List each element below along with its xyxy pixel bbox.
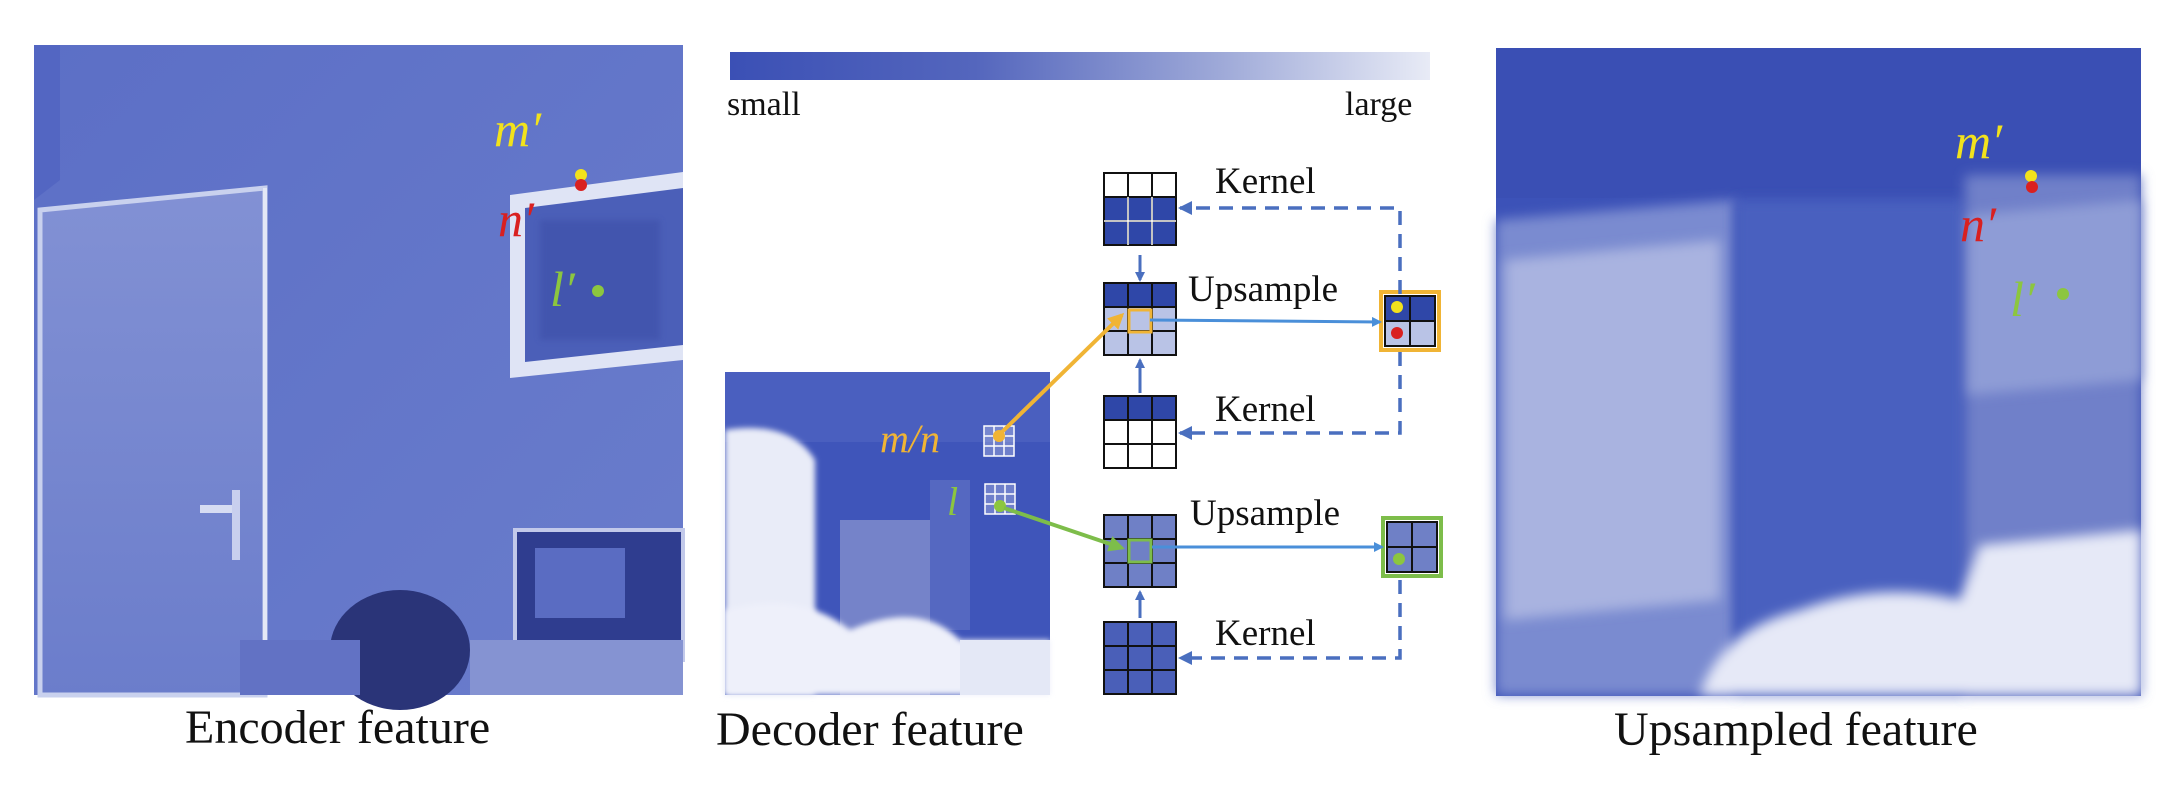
upsampled-point-n xyxy=(2026,181,2038,193)
encoder-feature-image xyxy=(34,45,685,710)
upsample-bottom-grid xyxy=(1103,514,1177,588)
upsampled-caption: Upsampled feature xyxy=(1614,703,1978,756)
decoder-caption: Decoder feature xyxy=(716,703,1024,756)
decoder-point-l xyxy=(994,500,1006,512)
dashed-path-bottom xyxy=(1178,580,1402,665)
encoder-point-n xyxy=(575,179,587,191)
output-bottom-grid xyxy=(1381,516,1443,578)
upsampled-label-l: l′ xyxy=(2010,271,2035,327)
encoder-label-n: n′ xyxy=(498,191,534,247)
upsample-top-label: Upsample xyxy=(1188,269,1339,310)
upsampled-point-m xyxy=(2025,170,2037,182)
upsampled-label-m: m′ xyxy=(1955,113,2003,169)
upsampled-label-n: n′ xyxy=(1960,196,1996,252)
kernel-bottom-label: Kernel xyxy=(1215,613,1316,654)
kernel-bottom-grid xyxy=(1103,621,1177,695)
encoder-label-m: m′ xyxy=(494,101,542,157)
kernel-mid-grid xyxy=(1103,395,1177,469)
output-point-l xyxy=(1393,553,1405,565)
encoder-caption: Encoder feature xyxy=(185,701,491,754)
arrow-l-to-upsample xyxy=(1003,506,1125,552)
kernel-top-label: Kernel xyxy=(1215,161,1316,202)
kernel-mid-label: Kernel xyxy=(1215,389,1316,430)
dashed-path-mid xyxy=(1178,352,1402,440)
decoder-label-l: l xyxy=(947,479,959,524)
upsampled-point-l xyxy=(2057,288,2069,300)
upsample-bottom-label: Upsample xyxy=(1190,493,1341,534)
output-top-grid xyxy=(1379,290,1441,352)
kernel-top-grid xyxy=(1103,172,1177,246)
encoder-label-l: l′ xyxy=(550,261,575,317)
arrow-mn-to-upsample xyxy=(1000,312,1125,434)
arrow-upsample-top-to-output xyxy=(1149,316,1382,327)
colorbar-min-label: small xyxy=(727,86,801,123)
encoder-point-m xyxy=(575,169,587,181)
colorbar xyxy=(730,52,1430,80)
decoder-label-mn: m/n xyxy=(880,416,940,461)
decoder-point-mn xyxy=(993,430,1005,442)
upsampled-feature-image xyxy=(1496,48,2141,696)
output-point-n xyxy=(1391,327,1403,339)
output-point-m xyxy=(1391,301,1403,313)
encoder-point-l xyxy=(592,285,604,297)
colorbar-max-label: large xyxy=(1345,86,1413,123)
dashed-path-top xyxy=(1178,201,1402,294)
